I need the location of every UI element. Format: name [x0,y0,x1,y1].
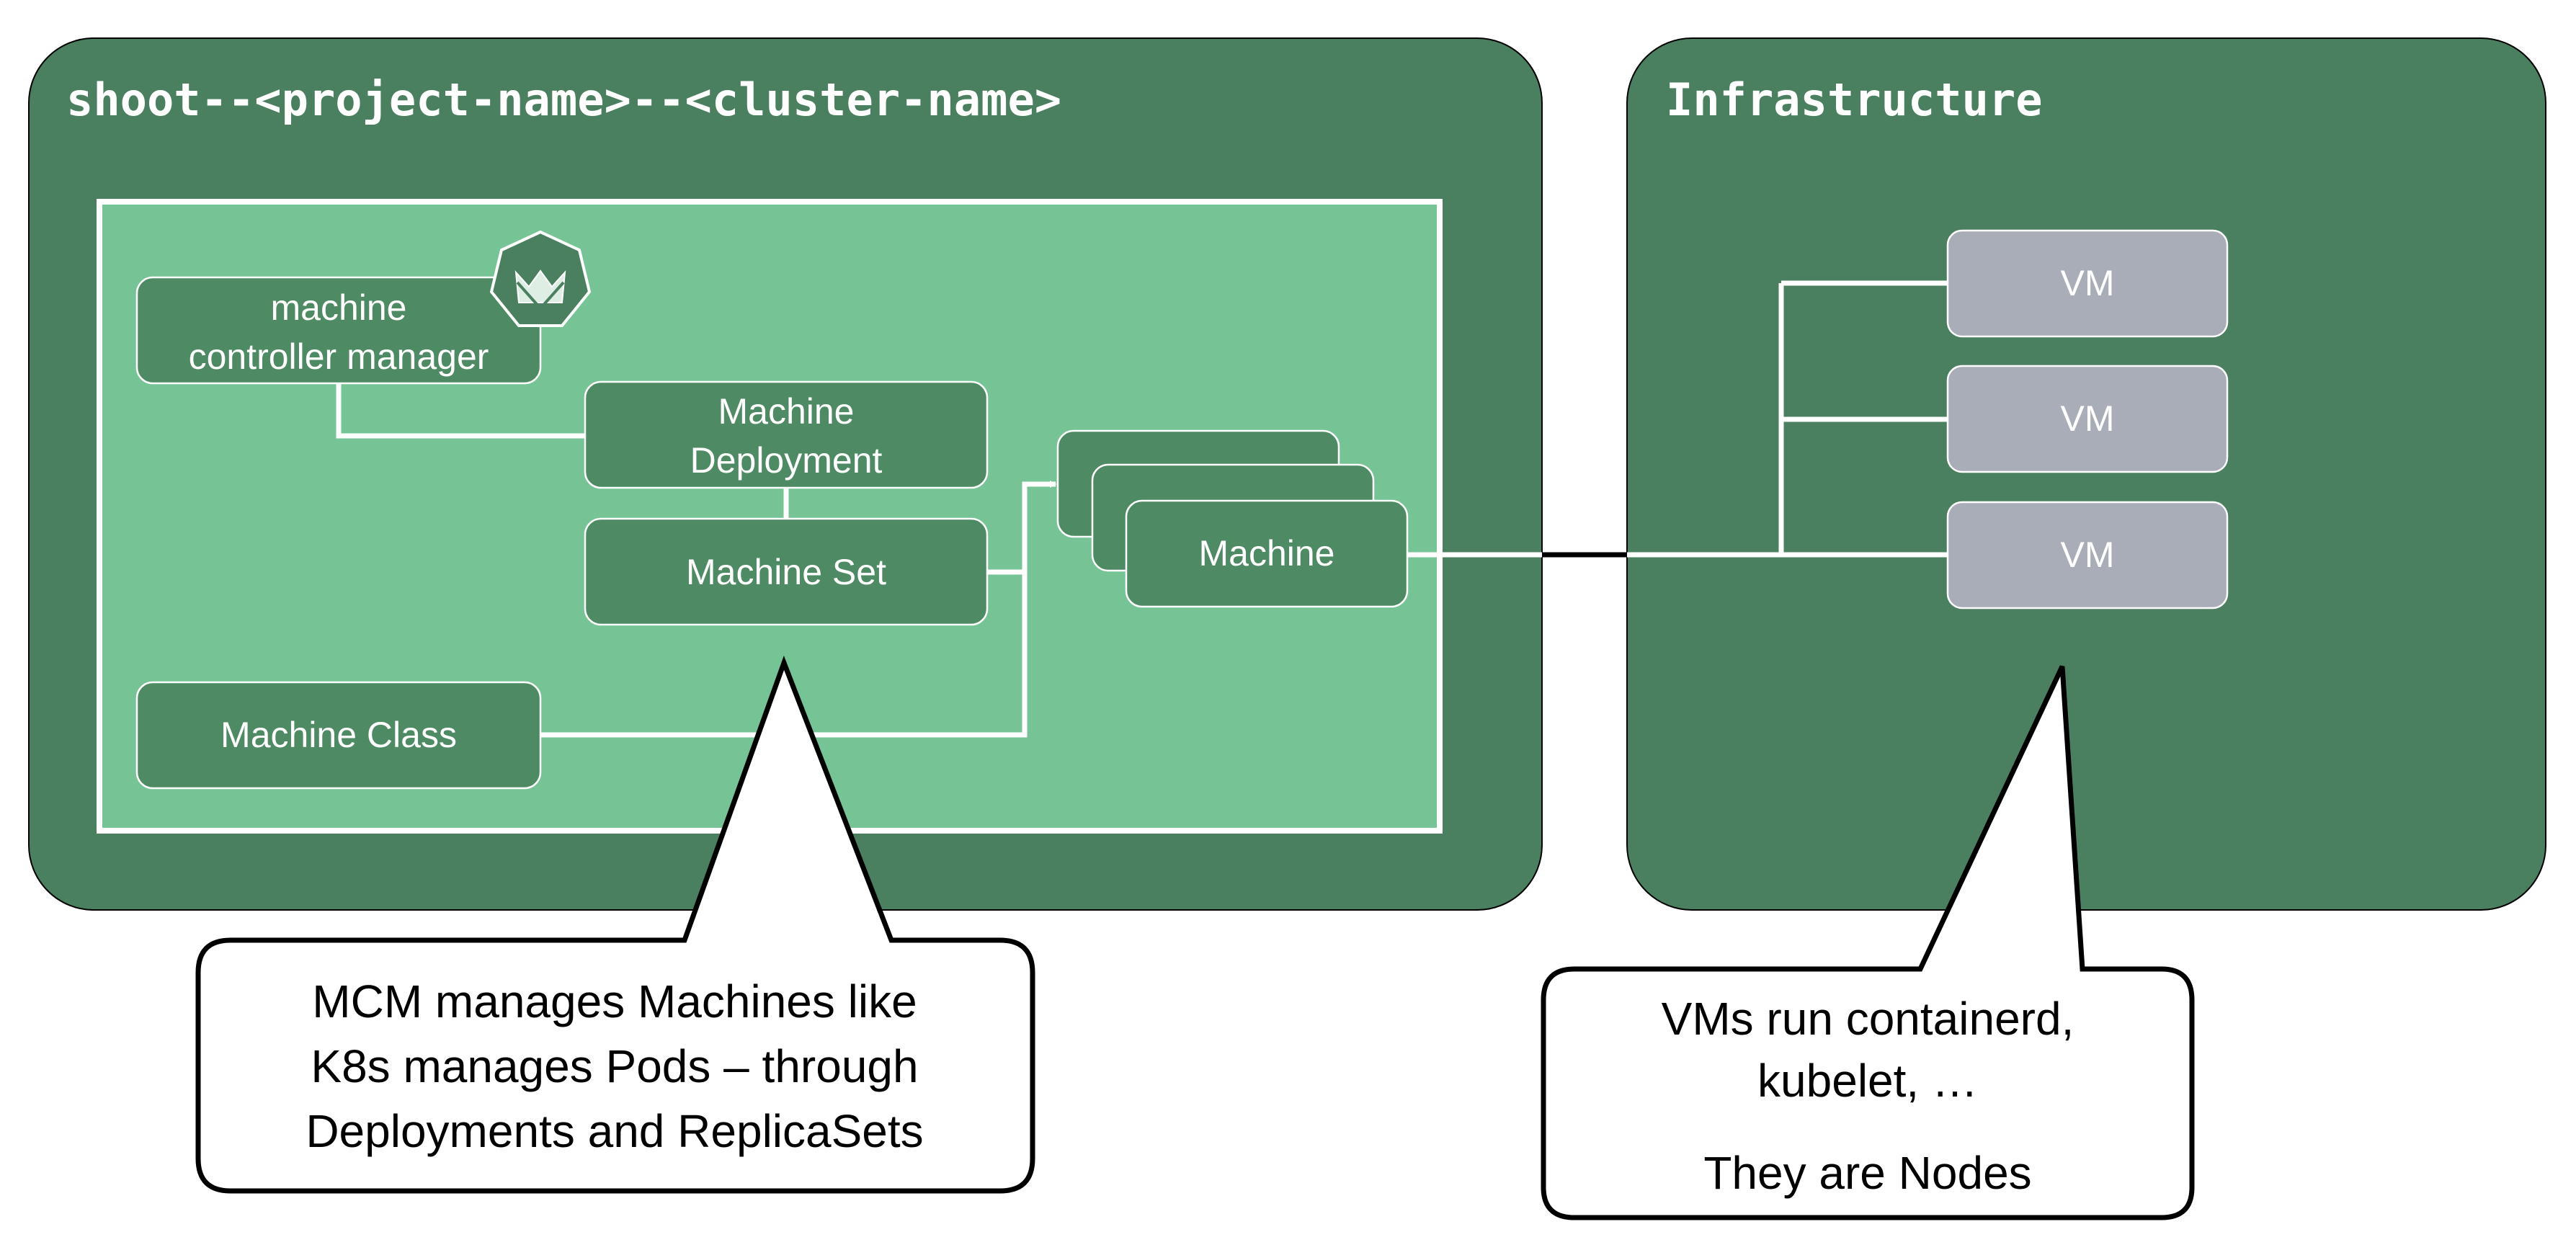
vm-connectors [1627,280,1948,558]
vm-label: VM [2061,535,2115,575]
vm-callout-line2: kubelet, … [1757,1055,1978,1107]
machine-set-label: Machine Set [686,552,886,592]
infrastructure-panel: Infrastructure VM VM VM [1626,37,2546,911]
machine-deployment-node[interactable]: Machine Deployment [584,380,989,489]
mcm-callout: MCM manages Machines like K8s manages Po… [195,655,1035,1194]
shoot-namespace-title: shoot--<project-name>--<cluster-name> [66,73,1061,126]
vm-label: VM [2061,263,2115,303]
infrastructure-title: Infrastructure [1666,73,2043,126]
mcm-callout-line1: MCM manages Machines like [312,976,917,1027]
machine-class-node[interactable]: Machine Class [135,681,542,790]
shoot-namespace-panel: shoot--<project-name>--<cluster-name> ma… [28,37,1543,911]
vm-callout: VMs run containerd, kubelet, … They are … [1541,665,2195,1220]
machine-stack[interactable]: Machine [1056,429,1409,608]
machine-set-node[interactable]: Machine Set [584,517,989,626]
machine-deployment-label-line2: Deployment [690,440,883,481]
mcm-label-line2: controller manager [189,336,489,377]
internal-connectors [336,383,1542,738]
vm-node[interactable]: VM [1946,501,2229,610]
vm-label: VM [2061,398,2115,439]
machine-deployment-label-line1: Machine [718,391,855,432]
mcm-callout-line3: Deployments and ReplicaSets [306,1105,923,1157]
vm-callout-line1: VMs run containerd, [1662,993,2074,1045]
vm-callout-line3: They are Nodes [1703,1147,2031,1199]
machine-class-label: Machine Class [220,715,457,755]
machine-controller-manager-node[interactable]: machine controller manager [135,276,542,385]
vm-node[interactable]: VM [1946,229,2229,338]
vm-node[interactable]: VM [1946,365,2229,473]
machine-label: Machine [1199,533,1335,573]
mcm-callout-line2: K8s manages Pods – through [311,1040,918,1092]
mcm-label-line1: machine [271,287,407,328]
gardener-logo-icon [489,230,592,327]
machine-card-front [1125,499,1409,608]
